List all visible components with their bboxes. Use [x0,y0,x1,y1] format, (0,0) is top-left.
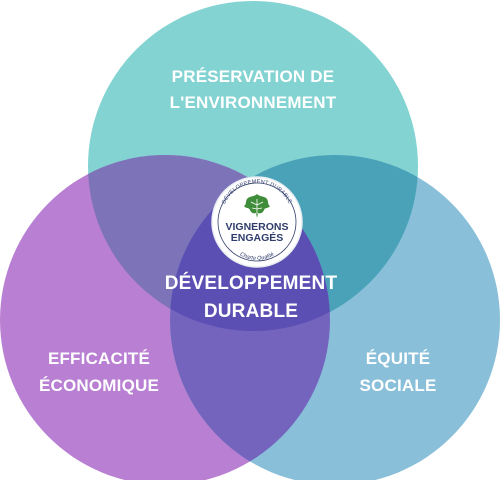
label-environment-line2: L'ENVIRONNEMENT [170,93,337,112]
grape-leaf-icon [244,194,270,218]
label-economy-line2: ÉCONOMIQUE [39,376,159,395]
label-economy-line1: EFFICACITÉ [48,349,150,368]
logo-badge-inner [217,182,297,262]
vignerons-engages-logo: DÉVELOPPEMENT DURABLE VIGNERONS ENGAGÉS … [211,176,303,268]
label-social-line1: ÉQUITÉ [366,349,431,368]
label-social-line2: SOCIALE [360,376,437,395]
logo-name-line1: VIGNERONS [225,221,288,233]
label-center-line2: DURABLE [204,301,298,322]
label-environment-line1: PRÉSERVATION DE [172,67,335,86]
logo-bottom-text: Charte Qualité [239,252,275,262]
logo-name-line2: ENGAGÉS [231,231,284,244]
label-center-line1: DÉVELOPPEMENT [165,272,338,294]
